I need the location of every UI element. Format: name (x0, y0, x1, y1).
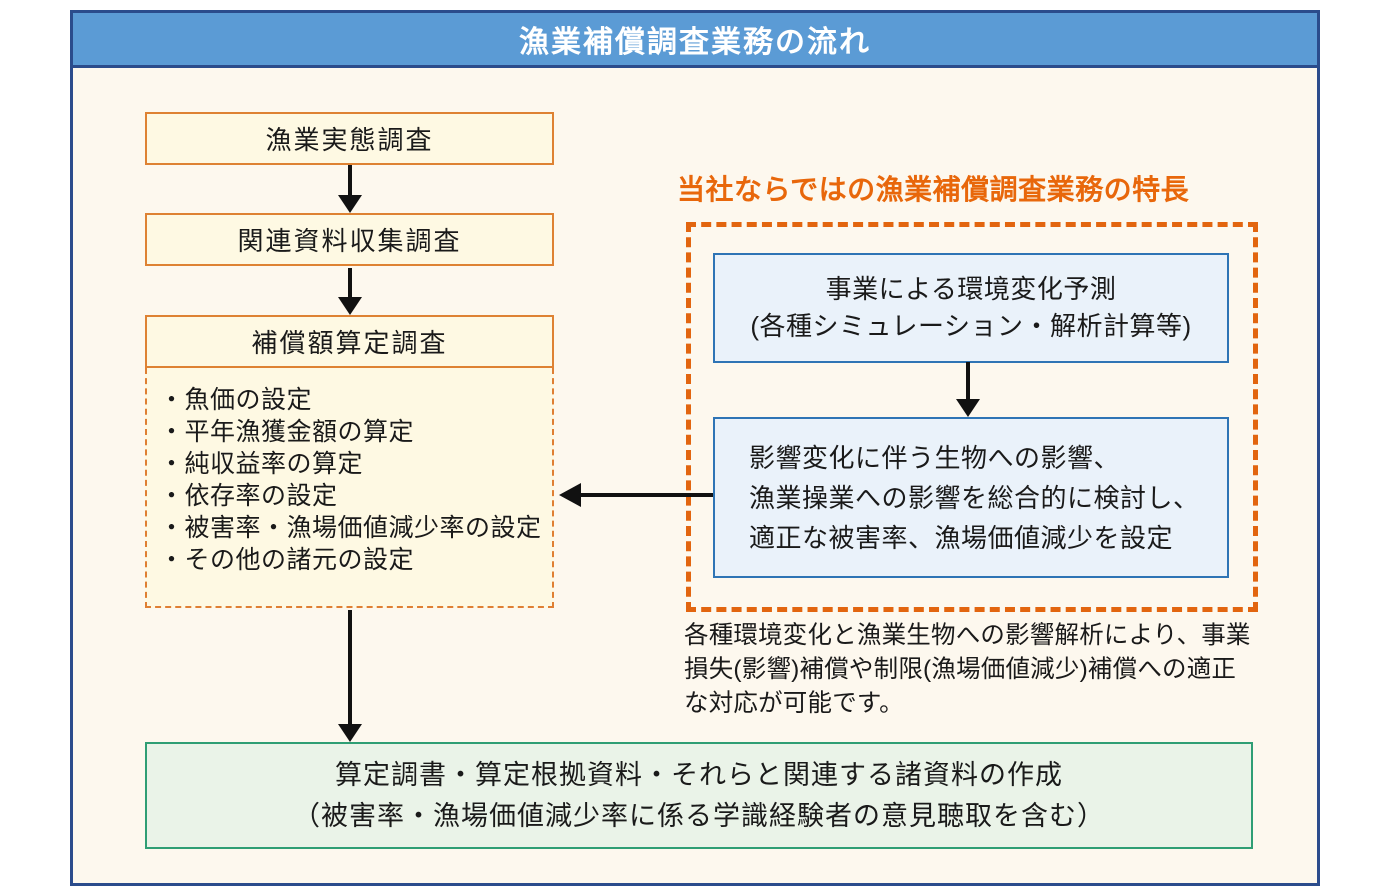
list-item: ・平年漁獲金額の算定 (159, 418, 415, 446)
box-text-line: 漁業操業への影響を総合的に検討し、 (749, 482, 1200, 513)
flow-step-label: 補償額算定調査 (251, 328, 448, 358)
flow-step-label: 漁業実態調査 (265, 125, 434, 155)
box-text-line: 事業による環境変化予測 (825, 274, 1117, 304)
list-item: ・被害率・漁場価値減少率の設定 (159, 514, 542, 542)
page-title: 漁業補償調査業務の流れ (519, 26, 871, 59)
box-text-line: 適正な被害率、漁場価値減少を設定 (749, 522, 1174, 553)
flow-step-data-collection: 関連資料収集調査 (145, 213, 554, 266)
arrow-down-1 (348, 165, 352, 196)
env-change-prediction-box: 事業による環境変化予測 (各種シミュレーション・解析計算等) (713, 253, 1229, 363)
note-line: 損失(影響)補償や制限(漁場価値減少)補償への適正 (684, 656, 1237, 683)
list-item: ・純収益率の算定 (159, 450, 364, 478)
impact-review-box: 影響変化に伴う生物への影響、 漁業操業への影響を総合的に検討し、 適正な被害率、… (713, 417, 1229, 578)
arrow-down-to-output (348, 610, 352, 725)
output-line: （被害率・漁場価値減少率に係る学識経験者の意見聴取を含む） (293, 800, 1105, 831)
output-documents-box: 算定調書・算定根拠資料・それらと関連する諸資料の作成 （被害率・漁場価値減少率に… (145, 742, 1253, 849)
calc-details-box: ・魚価の設定 ・平年漁獲金額の算定 ・純収益率の算定 ・依存率の設定 ・被害率・… (145, 368, 554, 608)
box-text-line: (各種シミュレーション・解析計算等) (750, 311, 1192, 341)
list-item: ・依存率の設定 (159, 482, 338, 510)
feature-note: 各種環境変化と漁業生物への影響解析により、事業 損失(影響)補償や制限(漁場価値… (684, 619, 1284, 721)
arrow-down-2 (348, 268, 352, 298)
list-item: ・魚価の設定 (159, 386, 313, 414)
title-bar: 漁業補償調査業務の流れ (73, 13, 1317, 68)
output-line: 算定調書・算定根拠資料・それらと関連する諸資料の作成 (335, 759, 1063, 790)
note-line: な対応が可能です。 (684, 690, 904, 717)
arrow-left-to-details (580, 493, 713, 497)
diagram-frame: 漁業補償調査業務の流れ 漁業実態調査 関連資料収集調査 補償額算定調査 ・魚価の… (70, 10, 1320, 886)
list-item: ・その他の諸元の設定 (159, 546, 415, 574)
feature-dashdot-box (686, 222, 1258, 612)
feature-heading: 当社ならではの漁業補償調査業務の特長 (677, 174, 1190, 205)
flow-step-fishery-survey: 漁業実態調査 (145, 112, 554, 165)
arrow-down-feature (966, 362, 970, 400)
flow-step-label: 関連資料収集調査 (237, 226, 462, 256)
box-text-line: 影響変化に伴う生物への影響、 (749, 442, 1121, 473)
flow-step-compensation-calc: 補償額算定調査 (145, 315, 554, 368)
note-line: 各種環境変化と漁業生物への影響解析により、事業 (684, 622, 1251, 649)
